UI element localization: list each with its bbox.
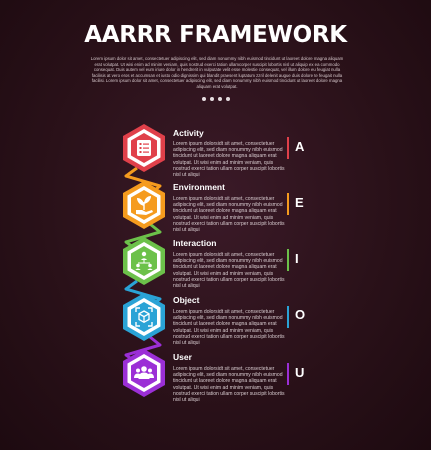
letter-object: O: [295, 307, 306, 322]
hexagon-user: [122, 348, 166, 398]
item-description-environment: Lorem ipsum dolorsidt sit amet, consecte…: [173, 196, 285, 234]
letter-environment: E: [295, 195, 304, 210]
accent-bar-activity: [287, 137, 289, 159]
network-people-icon: [135, 251, 153, 270]
item-description-object: Lorem ipsum dolorsidt sit amet, consecte…: [173, 309, 285, 347]
accent-bar-interaction: [287, 249, 289, 271]
dot: [225, 97, 230, 101]
dot: [201, 97, 206, 101]
pagination-dots: [0, 88, 431, 106]
user-group-icon: [134, 366, 154, 379]
hexagon-interaction: [122, 236, 166, 286]
item-title-interaction: Interaction: [173, 238, 217, 248]
hexagon-environment: [122, 180, 166, 230]
dot: [217, 97, 222, 101]
clipboard-list-icon: [137, 140, 151, 156]
item-title-object: Object: [173, 295, 200, 305]
letter-interaction: I: [295, 251, 299, 266]
accent-bar-environment: [287, 193, 289, 215]
plant-hand-icon: [136, 196, 153, 215]
page-subtitle: Lorem ipsum dolor sit amet, consectetuer…: [90, 56, 344, 89]
item-title-environment: Environment: [173, 182, 225, 192]
item-title-user: User: [173, 352, 192, 362]
accent-bar-object: [287, 306, 289, 328]
cube-focus-icon: [135, 307, 153, 327]
dot: [209, 97, 214, 101]
letter-user: U: [295, 365, 305, 380]
letter-activity: A: [295, 139, 305, 154]
item-description-activity: Lorem ipsum dolorsidt sit amet, consecte…: [173, 141, 285, 179]
item-title-activity: Activity: [173, 128, 204, 138]
hexagon-object: [122, 292, 166, 342]
hexagon-activity: [122, 123, 166, 173]
accent-bar-user: [287, 363, 289, 385]
item-description-user: Lorem ipsum dolorsidt sit amet, consecte…: [173, 366, 285, 404]
item-description-interaction: Lorem ipsum dolorsidt sit amet, consecte…: [173, 252, 285, 290]
page-title: AARRR FRAMEWORK: [84, 22, 347, 48]
